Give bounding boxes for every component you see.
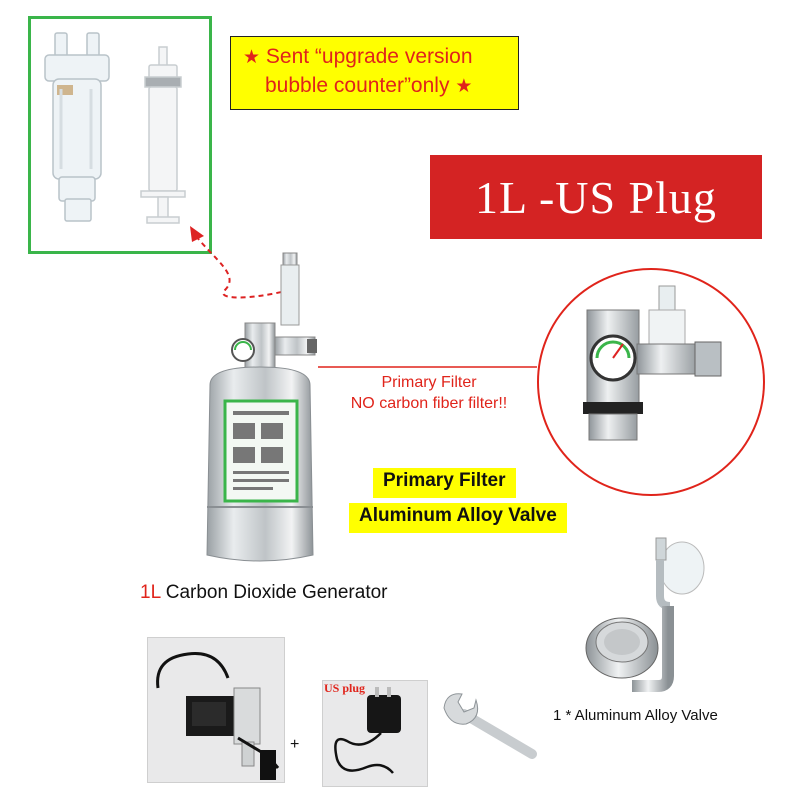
power-adapter-image (334, 687, 401, 774)
adapter-photo (322, 680, 428, 787)
diffuser-valve-image (585, 537, 705, 692)
star-icon: ★ (455, 76, 473, 97)
bubble-counter-and-syringe-image (44, 32, 186, 224)
dashed-arrow (195, 235, 291, 299)
notice-line-2: bubble counter”only ★ (243, 72, 518, 101)
generator-size: 1L (140, 582, 161, 603)
plus-sign: + (290, 736, 300, 753)
arrow-head-icon (190, 226, 204, 242)
bubble-counter-frame (28, 16, 212, 254)
wrench-image (443, 693, 537, 759)
primary-filter-highlight: Primary Filter (373, 468, 516, 498)
solenoid-photo (147, 637, 285, 783)
notice-text-2: bubble counter”only (265, 74, 450, 97)
generator-label: Carbon Dioxide Generator (160, 582, 388, 603)
filter-note: Primary Filter NO carbon fiber filter!! (334, 372, 524, 414)
star-icon: ★ (243, 47, 261, 68)
filter-note-line-1: Primary Filter (381, 374, 477, 391)
co2-generator-image (206, 252, 317, 562)
notice-text-1: Sent “upgrade version (265, 45, 473, 68)
notice-box: ★ Sent “upgrade version bubble counter”o… (230, 36, 519, 110)
notice-line-1: ★ Sent “upgrade version (243, 43, 518, 72)
solenoid-valve-image (156, 652, 280, 780)
plug-banner: 1L -US Plug (430, 155, 762, 239)
aluminum-valve-highlight: Aluminum Alloy Valve (349, 503, 567, 533)
us-plug-tag: US plug (324, 681, 366, 695)
regulator-closeup-image (583, 285, 722, 441)
regulator-zoom-circle (537, 268, 765, 496)
valve-caption: 1 * Aluminum Alloy Valve (553, 707, 718, 724)
filter-note-line-2: NO carbon fiber filter!! (350, 395, 508, 412)
generator-caption: 1L Carbon Dioxide Generator (140, 582, 388, 604)
